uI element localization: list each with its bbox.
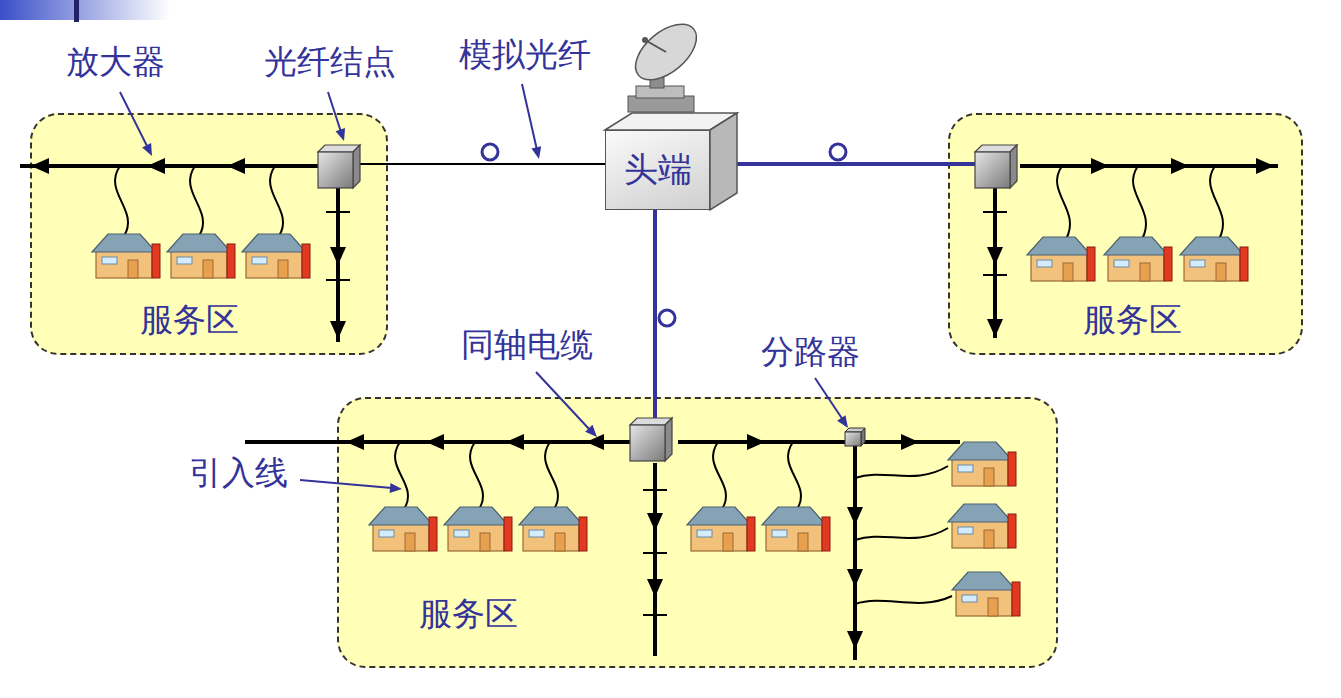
fiber-link xyxy=(710,162,948,166)
callout-label: 模拟光纤 xyxy=(459,36,591,74)
box-label: 头端 xyxy=(624,150,692,189)
area-label: 服务区 xyxy=(140,301,239,339)
fiber-link xyxy=(388,163,605,165)
callout-label: 分路器 xyxy=(761,333,860,371)
callout-label: 同轴电缆 xyxy=(461,326,593,364)
area-label: 服务区 xyxy=(1083,301,1182,339)
callout-label: 光纤结点 xyxy=(264,43,396,81)
area-label: 服务区 xyxy=(419,595,518,633)
callout-label: 引入线 xyxy=(189,454,288,492)
callout-label: 放大器 xyxy=(66,43,165,81)
fiber-link xyxy=(653,210,657,397)
head-end-box: 头端 xyxy=(605,130,710,210)
